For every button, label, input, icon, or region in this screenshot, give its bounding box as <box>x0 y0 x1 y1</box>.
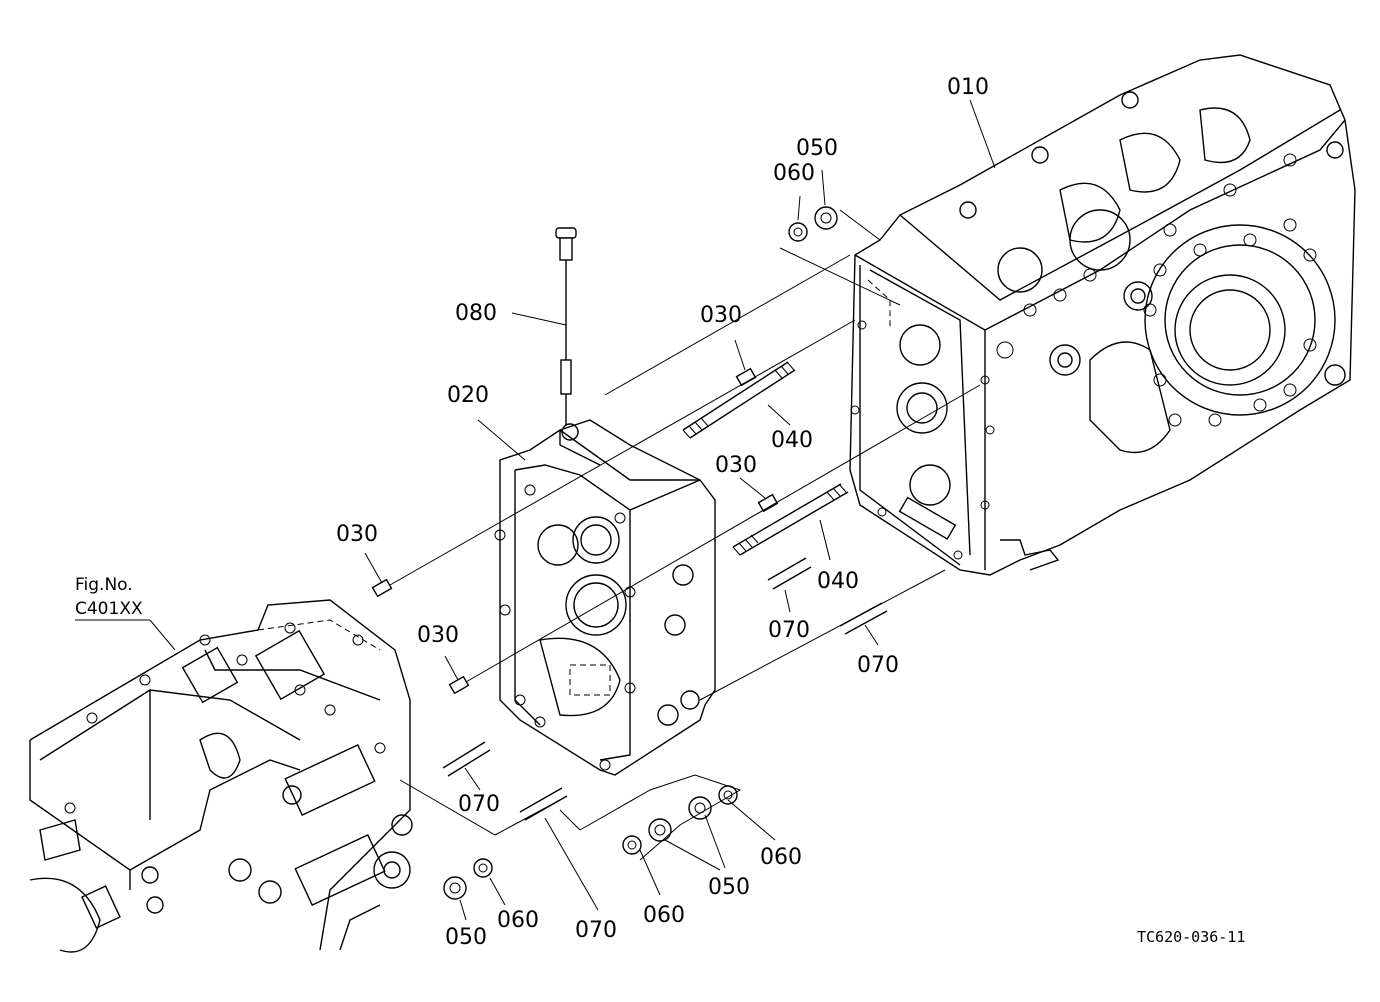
label-060-bottom-mid: 060 <box>643 903 685 928</box>
label-070-right: 070 <box>857 653 899 678</box>
dowel-pins-030 <box>371 367 779 695</box>
label-040-mid: 040 <box>817 569 859 594</box>
label-060-bottom-left: 060 <box>497 908 539 933</box>
label-030-lower: 030 <box>417 623 459 648</box>
figure-ref-line1: Fig.No. <box>75 575 133 595</box>
label-060-bottom-right: 060 <box>760 845 802 870</box>
dipstick <box>555 227 577 425</box>
part-number-labels: 010 020 080 030 040 030 040 070 070 030 … <box>336 75 989 950</box>
label-030-mid: 030 <box>715 453 757 478</box>
label-040-top: 040 <box>771 428 813 453</box>
figure-ref-line2: C401XX <box>75 599 143 619</box>
label-030-top: 030 <box>700 303 742 328</box>
label-060-top: 060 <box>773 161 815 186</box>
label-030-left: 030 <box>336 522 378 547</box>
label-050-top: 050 <box>796 136 838 161</box>
label-050-bottom-left: 050 <box>445 925 487 950</box>
label-070-mid: 070 <box>768 618 810 643</box>
center-cover-plate <box>494 419 716 776</box>
label-080: 080 <box>455 301 497 326</box>
assembly-lines <box>389 209 981 861</box>
label-070-bottom: 070 <box>575 918 617 943</box>
label-020: 020 <box>447 383 489 408</box>
leader-lines <box>75 99 996 921</box>
right-transmission-housing <box>849 54 1356 576</box>
label-070-left: 070 <box>458 792 500 817</box>
left-transmission-housing <box>29 599 413 953</box>
drawing-id: TC620-036-11 <box>1137 928 1245 946</box>
long-stud-040-lower <box>732 483 849 556</box>
label-050-bottom-right: 050 <box>708 875 750 900</box>
long-stud-040-upper <box>682 361 796 439</box>
label-010: 010 <box>947 75 989 100</box>
